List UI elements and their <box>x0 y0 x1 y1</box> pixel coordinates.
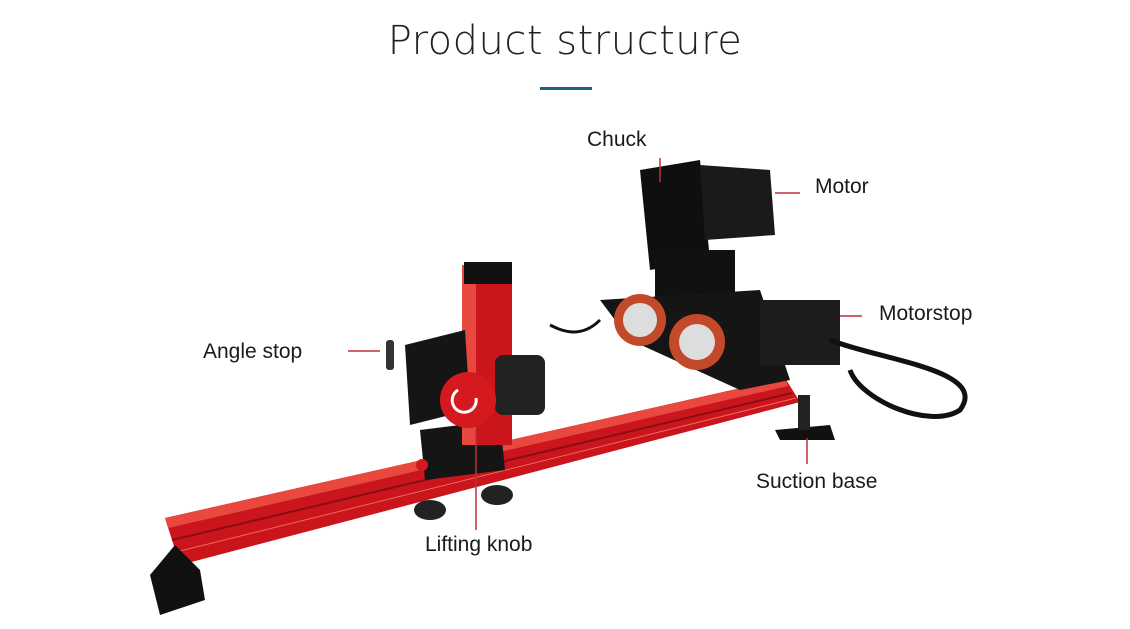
page-title: Product structure <box>387 18 743 64</box>
label-motorstop: Motorstop <box>879 302 973 325</box>
label-angle-stop: Angle stop <box>203 340 303 363</box>
end-foot <box>150 545 205 615</box>
headstock-assembly <box>549 160 968 440</box>
label-chuck: Chuck <box>587 128 647 151</box>
title-underline <box>540 87 592 90</box>
label-motor: Motor <box>815 175 869 198</box>
label-lifting-knob: Lifting knob <box>425 533 533 556</box>
leader-lines <box>348 158 862 530</box>
tailstock-assembly <box>386 262 545 520</box>
label-suction-base: Suction base <box>756 470 878 493</box>
